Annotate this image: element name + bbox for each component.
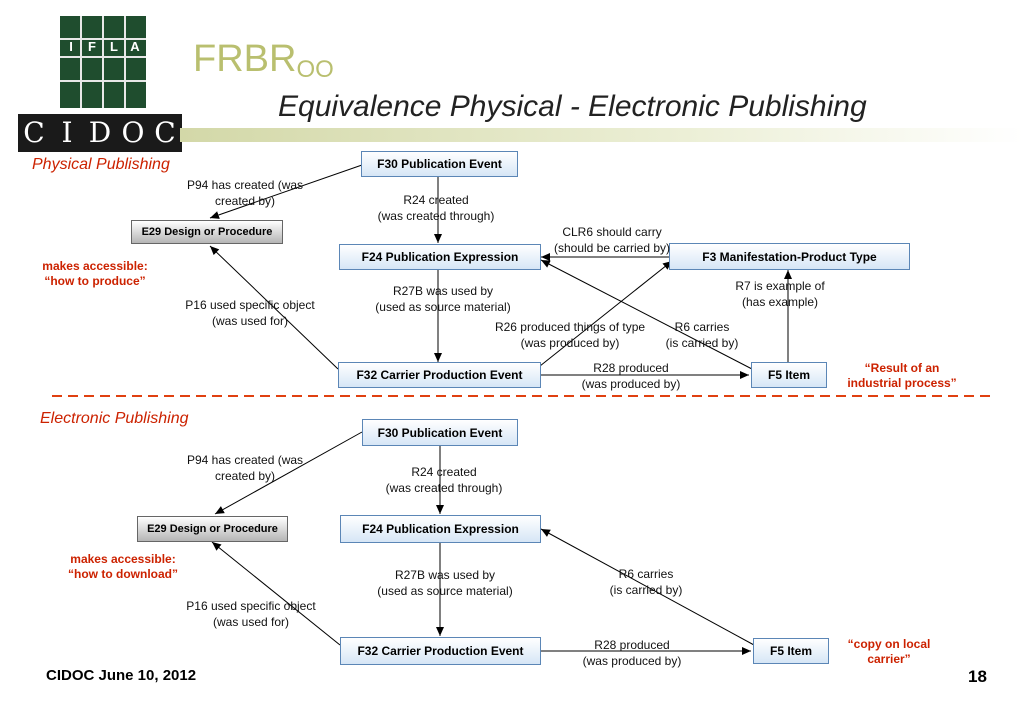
- arrow-p16-physical: [209, 245, 339, 370]
- arrow-p94-electronic: [214, 431, 363, 515]
- cidoc-letter-2: I: [61, 116, 73, 149]
- edge-label-line: CLR6 should carry: [562, 225, 662, 239]
- edge-label-r6-electronic: R6 carries (is carried by): [598, 566, 694, 598]
- edge-label-line: (was created through): [377, 209, 495, 223]
- edge-label-line: R26 produced things of type: [494, 320, 646, 334]
- edge-label-line: R27B was used by: [392, 284, 494, 298]
- edge-label-r24-electronic: R24 created (was created through): [368, 464, 520, 496]
- node-e29-physical: E29 Design or Procedure: [131, 220, 283, 244]
- cidoc-letter-1: C: [23, 116, 45, 149]
- edge-label-p16-electronic: P16 used specific object (was used for): [170, 598, 332, 630]
- cidoc-letter-5: C: [154, 116, 176, 149]
- edge-label-line: R24 created: [411, 465, 477, 479]
- edge-label-line: P94 has created (was: [186, 453, 304, 467]
- edge-label-line: (has example): [741, 295, 819, 309]
- edge-label-line: (is carried by): [665, 336, 739, 350]
- edge-label-line: (used as source material): [377, 584, 513, 598]
- node-f30-electronic: F30 Publication Event: [362, 419, 518, 446]
- note-makes-accessible-electronic: makes accessible: “how to download”: [50, 552, 196, 582]
- ifla-letter-1: I: [69, 39, 73, 54]
- note-line: industrial process”: [847, 376, 957, 390]
- slide-title: FRBROO: [193, 38, 334, 84]
- edge-label-line: (was used for): [212, 615, 290, 629]
- arrow-r6-electronic: [540, 528, 755, 646]
- arrow-r6-physical: [540, 259, 753, 370]
- edge-label-line: P94 has created (was: [186, 178, 304, 192]
- node-f24-physical: F24 Publication Expression: [339, 244, 541, 270]
- edge-label-line: R28 produced: [594, 638, 670, 652]
- edge-label-r7-physical: R7 is example of (has example): [718, 278, 842, 310]
- arrow-p16-electronic: [211, 541, 341, 646]
- slide-subtitle: Equivalence Physical - Electronic Publis…: [278, 90, 867, 123]
- edge-label-clr6-physical: CLR6 should carry (should be carried by): [544, 224, 680, 256]
- note-result-industrial-process: “Result of an industrial process”: [836, 361, 968, 391]
- node-f32-physical: F32 Carrier Production Event: [338, 362, 541, 388]
- edge-label-r27b-electronic: R27B was used by (used as source materia…: [360, 567, 530, 599]
- edge-label-line: (used as source material): [375, 300, 511, 314]
- arrow-p94-physical: [209, 164, 363, 219]
- section-label-electronic: Electronic Publishing: [40, 410, 189, 427]
- node-f5-physical: F5 Item: [751, 362, 827, 388]
- node-f32-electronic: F32 Carrier Production Event: [340, 637, 541, 665]
- node-e29-electronic: E29 Design or Procedure: [137, 516, 288, 542]
- title-underline-bar: [180, 128, 1023, 142]
- edge-label-r28-physical: R28 produced (was produced by): [570, 360, 692, 392]
- edge-label-line: (is carried by): [609, 583, 683, 597]
- slide-title-subscript: OO: [296, 56, 334, 83]
- edge-label-line: P16 used specific object: [186, 599, 316, 613]
- node-f24-electronic: F24 Publication Expression: [340, 515, 541, 543]
- edge-label-line: (was used for): [211, 314, 289, 328]
- ifla-logo: I F L A: [60, 16, 146, 108]
- edge-label-p16-physical: P16 used specific object (was used for): [170, 297, 330, 329]
- edge-label-line: (was produced by): [581, 377, 681, 391]
- edge-label-line: created by): [214, 194, 276, 208]
- node-f30-physical: F30 Publication Event: [361, 151, 518, 177]
- note-copy-on-local-carrier: “copy on local carrier”: [836, 637, 942, 667]
- node-f3-physical: F3 Manifestation-Product Type: [669, 243, 910, 270]
- edge-label-line: R24 created: [403, 193, 469, 207]
- edge-label-line: R6 carries: [674, 320, 730, 334]
- note-line: carrier”: [867, 652, 911, 666]
- cidoc-letter-3: D: [88, 116, 112, 149]
- slide-title-main: FRBR: [193, 38, 297, 80]
- edge-label-line: R28 produced: [593, 361, 669, 375]
- cidoc-letter-4: O: [121, 116, 145, 149]
- edge-label-r27b-physical: R27B was used by (used as source materia…: [358, 283, 528, 315]
- note-line: makes accessible:: [42, 259, 148, 273]
- edge-label-line: R7 is example of: [735, 279, 825, 293]
- note-line: “how to produce”: [44, 274, 146, 288]
- node-f5-electronic: F5 Item: [753, 638, 829, 664]
- section-label-physical: Physical Publishing: [32, 156, 170, 173]
- ifla-letter-2: F: [88, 39, 96, 54]
- edge-label-line: (was created through): [385, 481, 503, 495]
- page-number: 18: [968, 667, 987, 686]
- note-line: “copy on local: [847, 637, 931, 651]
- footer-date: CIDOC June 10, 2012: [46, 667, 197, 684]
- note-line: “how to download”: [68, 567, 178, 581]
- edge-label-r24-physical: R24 created (was created through): [360, 192, 512, 224]
- edge-label-line: (was produced by): [582, 654, 682, 668]
- edge-label-line: R6 carries: [618, 567, 674, 581]
- note-makes-accessible-physical: makes accessible: “how to produce”: [30, 259, 160, 289]
- edge-label-p94-physical: P94 has created (was created by): [170, 177, 320, 209]
- arrow-r26-physical: [539, 260, 673, 367]
- cidoc-logo: C I D O C: [18, 114, 182, 152]
- edge-label-line: (should be carried by): [553, 241, 671, 255]
- edge-label-line: P16 used specific object: [185, 298, 315, 312]
- edge-label-line: created by): [214, 469, 276, 483]
- note-line: “Result of an: [864, 361, 940, 375]
- edge-label-r28-electronic: R28 produced (was produced by): [571, 637, 693, 669]
- edge-label-line: R27B was used by: [394, 568, 496, 582]
- note-line: makes accessible:: [70, 552, 176, 566]
- edge-label-r6-physical: R6 carries (is carried by): [656, 319, 748, 351]
- edge-label-r26-physical: R26 produced things of type (was produce…: [480, 319, 660, 351]
- edge-label-line: (was produced by): [520, 336, 620, 350]
- edge-label-p94-electronic: P94 has created (was created by): [170, 452, 320, 484]
- ifla-letter-3: L: [110, 39, 118, 54]
- ifla-letter-4: A: [130, 39, 140, 54]
